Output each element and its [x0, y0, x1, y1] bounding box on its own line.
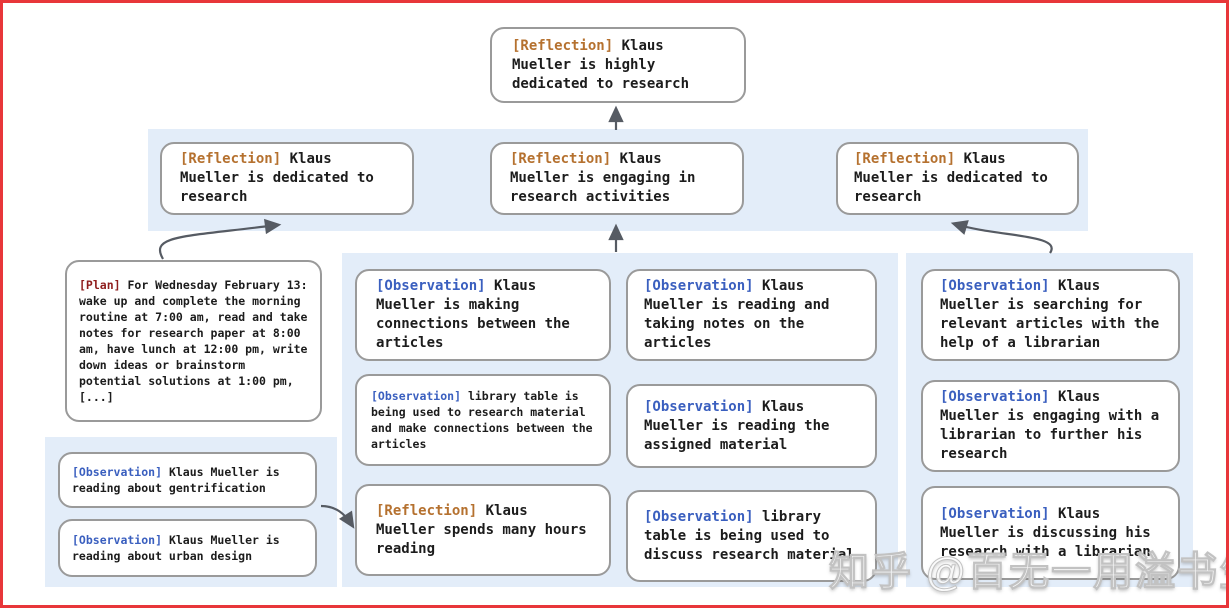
observation-tag: [Observation]	[371, 389, 462, 403]
node-text: library table is being used to discuss r…	[644, 508, 855, 563]
observation-tag: [Observation]	[644, 508, 754, 525]
reflection-tag: [Reflection]	[180, 151, 282, 167]
plan-tag: [Plan]	[79, 278, 121, 292]
reflection-node-middle: [Reflection] Klaus Mueller spends many h…	[355, 484, 611, 576]
reflection-node-row2-center: [Reflection] Klaus Mueller is engaging i…	[490, 142, 744, 215]
node-text: Klaus Mueller is reading and taking note…	[644, 278, 830, 351]
observation-tag: [Observation]	[940, 389, 1050, 405]
observation-node-middle-4: [Observation] Klaus Mueller is reading t…	[626, 384, 877, 468]
node-text: Klaus Mueller is reading the assigned ma…	[644, 398, 830, 453]
reflection-tag: [Reflection]	[376, 502, 478, 519]
node-text: Klaus Mueller is highly dedicated to res…	[512, 37, 690, 92]
node-text: Klaus Mueller is discussing his research…	[940, 505, 1151, 560]
node-text: Klaus Mueller is engaging with a librari…	[940, 389, 1160, 462]
node-text: Klaus Mueller is reading about gentrific…	[72, 465, 280, 495]
observation-tag: [Observation]	[940, 505, 1050, 522]
observation-tag: [Observation]	[72, 533, 163, 547]
node-text: For Wednesday February 13: wake up and c…	[79, 278, 308, 404]
reflection-tag: [Reflection]	[510, 151, 612, 167]
observation-node-middle-2: [Observation] library table is being use…	[355, 374, 611, 466]
node-text: Klaus Mueller is engaging in research ac…	[510, 151, 696, 205]
node-text: Klaus Mueller is dedicated to research	[854, 151, 1048, 205]
plan-node: [Plan] For Wednesday February 13: wake u…	[65, 260, 322, 422]
node-text: Klaus Mueller is making connections betw…	[376, 278, 570, 351]
observation-node-middle-3: [Observation] Klaus Mueller is reading a…	[626, 269, 877, 361]
reflection-node-top: [Reflection] Klaus Mueller is highly ded…	[490, 27, 746, 103]
observation-node-right-2: [Observation] Klaus Mueller is engaging …	[921, 380, 1180, 472]
observation-node-right-1: [Observation] Klaus Mueller is searching…	[921, 269, 1180, 361]
observation-node-middle-5: [Observation] library table is being use…	[626, 490, 877, 582]
node-text: Klaus Mueller is searching for relevant …	[940, 278, 1160, 351]
observation-tag: [Observation]	[644, 398, 754, 415]
observation-node-right-3: [Observation] Klaus Mueller is discussin…	[921, 486, 1180, 580]
observation-tag: [Observation]	[376, 278, 486, 294]
node-text: Klaus Mueller is dedicated to research	[180, 151, 374, 205]
node-text: library table is being used to research …	[371, 389, 593, 451]
observation-node-left-2: [Observation] Klaus Mueller is reading a…	[58, 519, 317, 577]
reflection-node-row2-left: [Reflection] Klaus Mueller is dedicated …	[160, 142, 414, 215]
observation-node-left-1: [Observation] Klaus Mueller is reading a…	[58, 452, 317, 508]
reflection-tag: [Reflection]	[512, 37, 614, 54]
zhihu-watermark: 知乎 @百无一用溢书生	[828, 550, 1229, 595]
reflection-node-row2-right: [Reflection] Klaus Mueller is dedicated …	[836, 142, 1079, 215]
observation-tag: [Observation]	[940, 278, 1050, 294]
reflection-tag: [Reflection]	[854, 151, 956, 167]
observation-tag: [Observation]	[644, 278, 754, 294]
node-text: Klaus Mueller spends many hours reading	[376, 502, 587, 557]
node-text: Klaus Mueller is reading about urban des…	[72, 533, 280, 563]
observation-node-middle-1: [Observation] Klaus Mueller is making co…	[355, 269, 611, 361]
observation-tag: [Observation]	[72, 465, 163, 479]
